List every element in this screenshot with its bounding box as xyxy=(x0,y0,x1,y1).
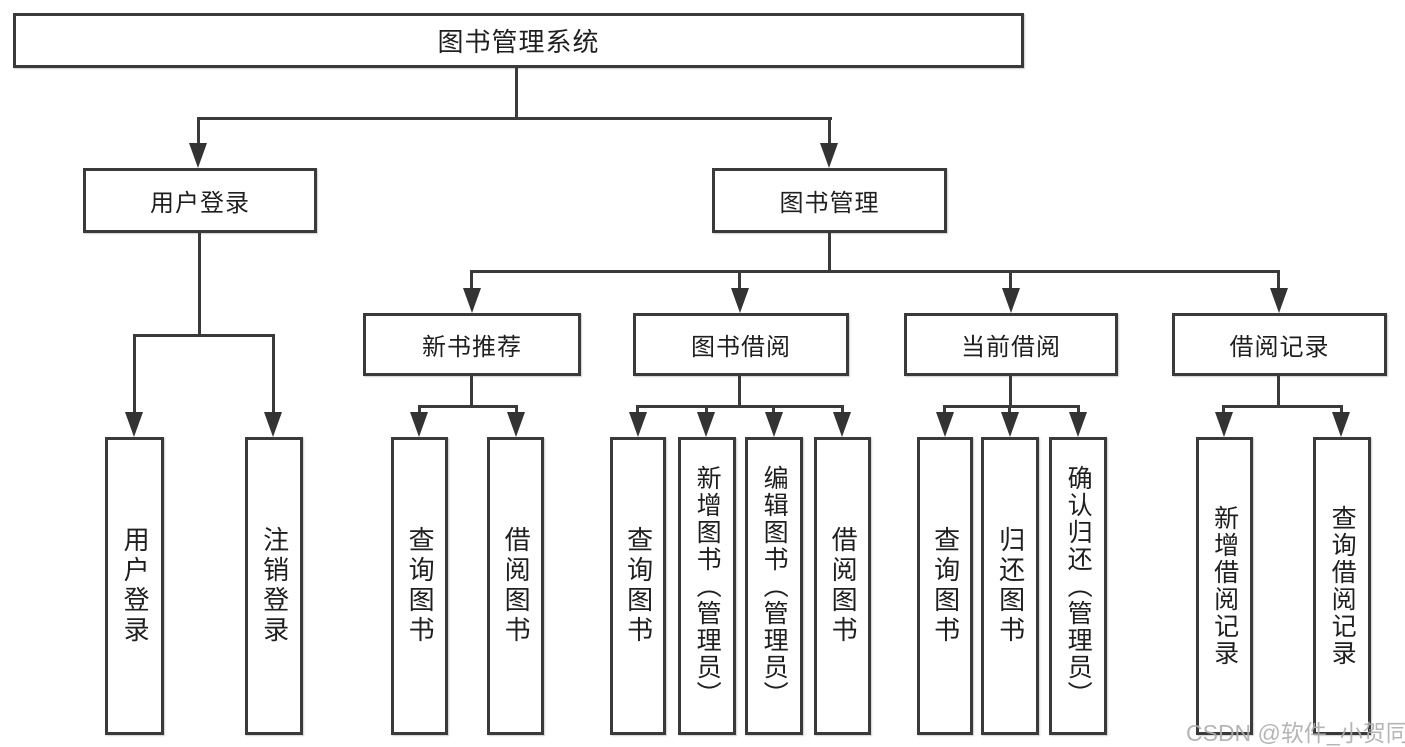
connector-g5a-stem xyxy=(1222,405,1225,415)
node-new-books-label: 新书推荐 xyxy=(422,334,522,361)
leaf-borrow-books-1-label: 借阅图书 xyxy=(501,526,532,646)
connector-g3a-stem xyxy=(636,405,639,415)
node-borrow-records-label: 借阅记录 xyxy=(1229,334,1330,361)
leaf-add-borrow-record-label: 新增借阅记录 xyxy=(1210,505,1239,667)
arrow-to-leaf-logout xyxy=(264,412,282,437)
connector-leaf-logout-stem xyxy=(272,334,275,414)
leaf-confirm-return-admin: 确认归还（管理员） xyxy=(1049,437,1107,735)
leaf-query-books-3-label: 查询图书 xyxy=(930,526,961,646)
leaf-query-books-2: 查询图书 xyxy=(610,437,666,735)
arrow-to-g2b xyxy=(507,412,525,437)
arrow-to-book-borrow xyxy=(731,288,749,313)
arrow-to-leaf-login xyxy=(125,412,143,437)
leaf-add-borrow-record: 新增借阅记录 xyxy=(1196,437,1253,735)
connector-g4c-stem xyxy=(1077,405,1080,415)
leaf-user-login: 用户登录 xyxy=(105,437,164,735)
arrow-to-new-books xyxy=(463,288,481,313)
node-new-books: 新书推荐 xyxy=(363,313,581,376)
arrow-to-borrow-records xyxy=(1270,288,1288,313)
leaf-edit-books-admin-label: 编辑图书（管理员） xyxy=(760,464,789,708)
arrow-to-book-mgmt xyxy=(820,143,838,168)
connector-borrow-records-branch xyxy=(1222,405,1343,408)
connector-g3c-stem xyxy=(772,405,775,415)
arrow-to-g3d xyxy=(833,412,851,437)
leaf-user-login-label: 用户登录 xyxy=(120,526,151,646)
node-user-login: 用户登录 xyxy=(83,168,317,233)
arrow-to-user-login xyxy=(189,143,207,168)
arrow-to-g3b xyxy=(697,412,715,437)
connector-book-borrow-down xyxy=(738,376,741,408)
connector-borrow-records-stem xyxy=(1277,270,1280,290)
arrow-to-g5b xyxy=(1332,412,1350,437)
leaf-borrow-books-1: 借阅图书 xyxy=(487,437,544,735)
node-root-label: 图书管理系统 xyxy=(437,27,600,57)
connector-user-login-stem xyxy=(197,117,200,145)
leaf-return-books-label: 归还图书 xyxy=(995,526,1026,646)
connector-book-borrow-stem xyxy=(738,270,741,290)
node-book-borrow-label: 图书借阅 xyxy=(691,334,791,361)
leaf-edit-books-admin: 编辑图书（管理员） xyxy=(745,437,803,735)
leaf-query-books-3: 查询图书 xyxy=(917,437,973,735)
connector-g3d-stem xyxy=(841,405,844,415)
arrow-to-g4a xyxy=(936,412,954,437)
connector-g5b-stem xyxy=(1340,405,1343,415)
leaf-add-books-admin: 新增图书（管理员） xyxy=(678,437,736,735)
connector-new-books-down xyxy=(470,376,473,408)
node-root: 图书管理系统 xyxy=(13,13,1024,68)
leaf-logout: 注销登录 xyxy=(245,437,303,735)
leaf-add-books-admin-label: 新增图书（管理员） xyxy=(693,464,722,708)
connector-g4a-stem xyxy=(943,405,946,415)
leaf-logout-label: 注销登录 xyxy=(259,526,290,646)
leaf-query-books-2-label: 查询图书 xyxy=(623,526,654,646)
connector-user-login-branch xyxy=(133,334,275,337)
connector-book-mgmt-stem xyxy=(828,117,831,145)
leaf-query-borrow-record-label: 查询借阅记录 xyxy=(1328,505,1357,667)
arrow-to-g3a xyxy=(629,412,647,437)
node-current-borrow-label: 当前借阅 xyxy=(961,334,1061,361)
connector-g4b-stem xyxy=(1008,405,1011,415)
connector-root-stem xyxy=(515,68,518,119)
leaf-query-borrow-record: 查询借阅记录 xyxy=(1313,437,1371,735)
node-book-management-label: 图书管理 xyxy=(779,190,880,217)
connector-leaf-login-stem xyxy=(133,334,136,414)
node-book-management: 图书管理 xyxy=(712,168,947,233)
leaf-borrow-books-2-label: 借阅图书 xyxy=(828,526,859,646)
connector-current-borrow-stem xyxy=(1009,270,1012,290)
connector-root-branch xyxy=(197,117,832,120)
connector-current-borrow-down xyxy=(1009,376,1012,408)
leaf-borrow-books-2: 借阅图书 xyxy=(814,437,871,735)
connector-book-mgmt-branch xyxy=(470,270,1280,273)
connector-g3b-stem xyxy=(705,405,708,415)
arrow-to-g4b xyxy=(1001,412,1019,437)
leaf-query-books-1: 查询图书 xyxy=(391,437,448,735)
connector-book-borrow-branch xyxy=(636,405,844,408)
node-current-borrow: 当前借阅 xyxy=(904,313,1118,376)
node-user-login-label: 用户登录 xyxy=(150,190,250,217)
watermark: CSDN @软件_小贺同学 xyxy=(1186,720,1405,746)
connector-current-borrow-branch xyxy=(943,405,1080,408)
leaf-query-books-1-label: 查询图书 xyxy=(405,526,436,646)
leaf-confirm-return-admin-label: 确认归还（管理员） xyxy=(1064,464,1093,708)
arrow-to-g5a xyxy=(1215,412,1233,437)
arrow-to-g4c xyxy=(1069,412,1087,437)
arrow-to-current-borrow xyxy=(1002,288,1020,313)
node-borrow-records: 借阅记录 xyxy=(1172,313,1387,376)
leaf-return-books: 归还图书 xyxy=(981,437,1039,735)
connector-g2a-stem xyxy=(418,405,421,415)
connector-book-mgmt-down xyxy=(828,233,831,273)
connector-g2b-stem xyxy=(515,405,518,415)
arrow-to-g3c xyxy=(765,412,783,437)
connector-new-books-branch xyxy=(418,405,518,408)
connector-borrow-records-down xyxy=(1277,376,1280,408)
node-book-borrow: 图书借阅 xyxy=(633,313,849,376)
arrow-to-g2a xyxy=(410,412,428,437)
connector-new-books-stem xyxy=(470,270,473,290)
connector-user-login-down xyxy=(198,233,201,337)
